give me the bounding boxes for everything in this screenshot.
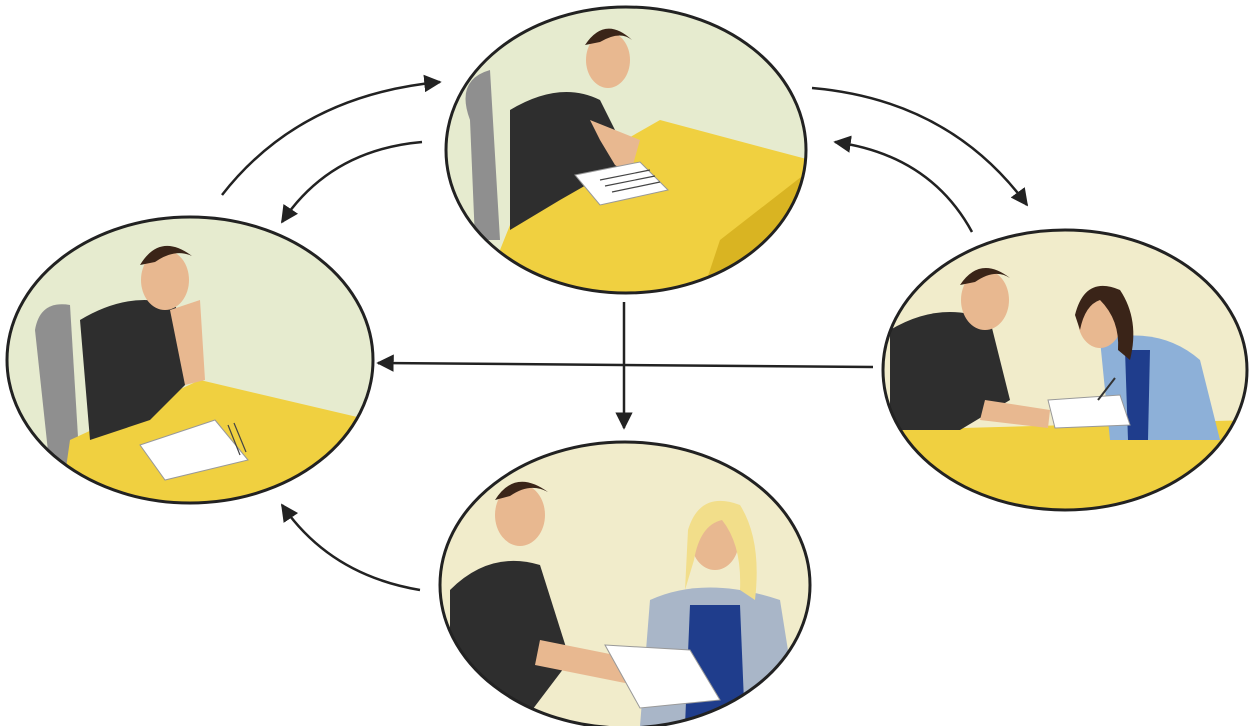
paper <box>1048 395 1130 428</box>
panel-top-writing <box>440 0 820 300</box>
arrow-top-to-left <box>282 142 422 222</box>
arrow-top-to-right <box>812 88 1027 205</box>
arrow-bottom-to-left <box>282 505 420 590</box>
panel-left-thinking <box>0 210 380 510</box>
arrow-right-to-top <box>835 142 972 232</box>
arrow-right-to-left <box>378 363 873 367</box>
panel-right-peer-review <box>880 225 1250 515</box>
arrow-left-to-top <box>222 82 440 195</box>
panel-bottom-conference <box>440 440 810 726</box>
